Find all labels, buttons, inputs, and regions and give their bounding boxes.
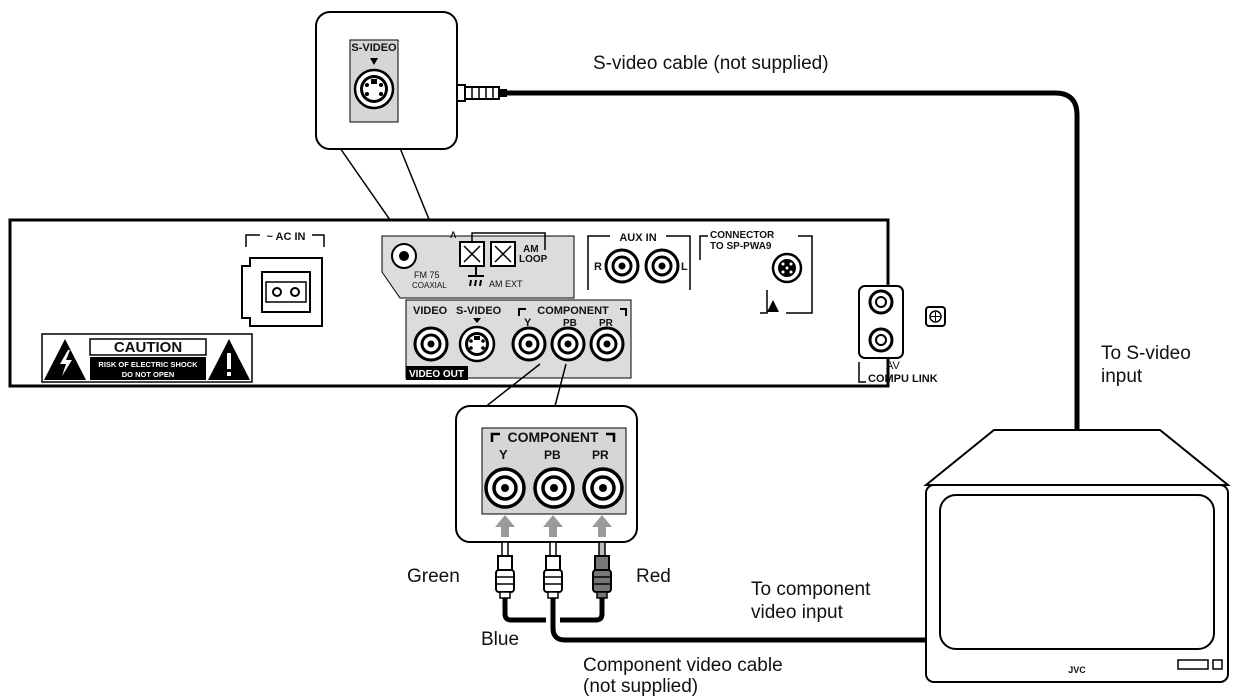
am-loop-label-2: LOOP [519, 254, 548, 265]
av-compu-link-jacks: AV COMPU LINK [858, 285, 946, 385]
panel-y-label: Y [524, 317, 532, 329]
compu-link-label: COMPU LINK [868, 373, 938, 385]
zoom-y-label: Y [499, 447, 508, 462]
zoom-svideo-label: S-VIDEO [351, 42, 397, 54]
tv-monitor: JVC [923, 429, 1231, 683]
to-svideo-label-1: To S-video [1101, 343, 1191, 364]
caution-sub-1: RISK OF ELECTRIC SHOCK [98, 360, 198, 369]
arrow-up-icon-green [495, 515, 515, 537]
rear-panel: ~ AC IN FM 75 COAXIAL A AM LOOP AM EXT [8, 218, 946, 388]
red-label: Red [636, 566, 671, 587]
arrow-up-icon-blue [543, 515, 563, 537]
to-svideo-label-2: input [1101, 366, 1143, 387]
caution-sub-2: DO NOT OPEN [122, 370, 175, 379]
aux-in-jacks: AUX IN R L [587, 232, 691, 290]
component-cable-label-1: Component video cable [583, 655, 783, 676]
tv-brand: JVC [1068, 665, 1086, 675]
antenna-label: A [450, 230, 457, 240]
video-out-label: VIDEO OUT [409, 369, 464, 380]
rca-plug-blue [543, 541, 563, 599]
video-out-block: VIDEO OUT VIDEO S-VIDEO COMPONENT Y PB P… [405, 299, 632, 380]
caution-label: CAUTION RISK OF ELECTRIC SHOCK DO NOT OP… [41, 333, 253, 383]
zoom-component-label: COMPONENT [508, 429, 599, 445]
panel-svideo-label: S-VIDEO [456, 305, 502, 317]
connector-label-2: TO SP-PWA9 [710, 241, 772, 252]
component-cable-red [560, 597, 605, 623]
to-component-label-1: To component [751, 579, 871, 600]
ac-in-label: ~ AC IN [266, 231, 305, 243]
panel-pr-label: PR [599, 318, 614, 329]
aux-r-label: R [594, 261, 602, 273]
panel-component-label: COMPONENT [537, 305, 609, 317]
zoom-pr-label: PR [592, 448, 609, 462]
blue-label: Blue [481, 629, 519, 650]
component-cable-green [502, 597, 546, 623]
svideo-cable [505, 90, 1080, 430]
speaker-connector: CONNECTOR TO SP-PWA9 [699, 230, 813, 314]
caution-title: CAUTION [114, 339, 182, 356]
component-cable-label-2: (not supplied) [583, 676, 698, 697]
am-loop-label-1: AM [523, 244, 539, 255]
green-label: Green [407, 566, 460, 587]
component-zoom-callout: COMPONENT Y PB PR [455, 363, 638, 543]
connector-label-1: CONNECTOR [710, 230, 775, 241]
arrow-up-icon-red [592, 515, 612, 537]
svideo-cable-label: S-video cable (not supplied) [593, 53, 829, 74]
fm-label: FM 75 [414, 270, 440, 280]
rca-plug-green [495, 541, 515, 599]
aux-in-label: AUX IN [619, 232, 656, 244]
coaxial-label: COAXIAL [412, 281, 447, 290]
av-label: AV [886, 360, 901, 372]
to-component-label-2: video input [751, 602, 844, 623]
rca-plug-red [592, 541, 612, 599]
component-cable-blue [550, 597, 935, 643]
am-ext-label: AM EXT [489, 279, 523, 289]
panel-pb-label: PB [563, 318, 577, 329]
zoom-pb-label: PB [544, 448, 561, 462]
antenna-block: FM 75 COAXIAL A AM LOOP AM EXT [381, 230, 575, 299]
ac-in-socket: ~ AC IN [241, 231, 325, 327]
aux-l-label: L [681, 261, 688, 273]
panel-video-label: VIDEO [413, 305, 448, 317]
